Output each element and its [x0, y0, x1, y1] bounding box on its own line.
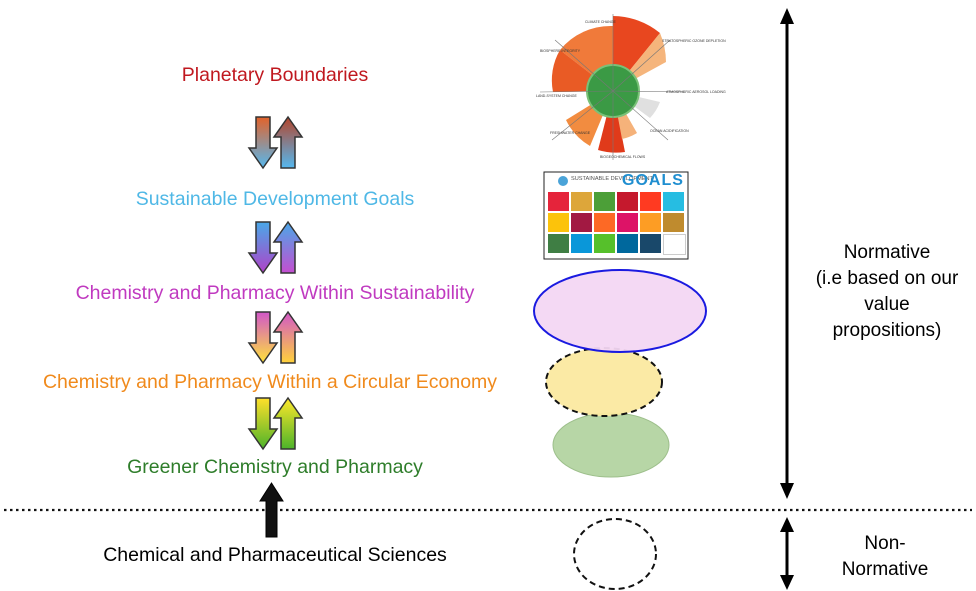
normative-line-3: value [864, 294, 910, 315]
sdg-tile-18 [663, 234, 686, 255]
sdg-tile-3 [594, 192, 615, 211]
arrow-down-2 [247, 221, 279, 275]
sdg-tile-17 [640, 234, 661, 253]
label-sustainability: Chemistry and Pharmacy Within Sustainabi… [20, 282, 530, 305]
arrow-up-3 [272, 310, 304, 364]
nonnormative-range-arrow [780, 517, 794, 590]
normative-line-2: (i.e based on our [815, 268, 959, 289]
label-sdg-text: Sustainable Development Goals [135, 188, 415, 210]
sdg-tile-4 [617, 192, 638, 211]
arrow-up-4 [272, 396, 304, 450]
normative-range-arrow [780, 8, 794, 499]
label-circular-economy-text: Chemistry and Pharmacy Within a Circular… [42, 371, 498, 393]
svg-text:STRATOSPHERIC OZONE DEPLETION: STRATOSPHERIC OZONE DEPLETION [662, 39, 726, 43]
sdg-poster-subtitle: SUSTAINABLE DEVELOPMENT [571, 176, 653, 182]
svg-text:BIOGEOCHEMICAL FLOWS: BIOGEOCHEMICAL FLOWS [600, 155, 646, 159]
label-chemical-sciences-text: Chemical and Pharmaceutical Sciences [103, 544, 447, 566]
arrow-down-3 [247, 311, 279, 365]
sdg-tile-1 [548, 192, 569, 211]
planetary-boundaries-wheel-image: CLIMATE CHANGE STRATOSPHERIC OZONE DEPLE… [536, 14, 726, 160]
sdg-tile-13 [548, 234, 569, 253]
svg-text:ATMOSPHERIC AEROSOL LOADING: ATMOSPHERIC AEROSOL LOADING [666, 90, 726, 94]
label-chemical-sciences: Chemical and Pharmaceutical Sciences [60, 544, 490, 567]
sdg-tile-11 [640, 213, 661, 232]
sdg-tile-14 [571, 234, 592, 253]
arrow-up-sciences [259, 482, 284, 538]
label-sustainability-text: Chemistry and Pharmacy Within Sustainabi… [75, 282, 475, 304]
normative-line-4: propositions) [832, 320, 942, 341]
ellipse-sciences [573, 518, 657, 590]
sdg-tile-5 [640, 192, 661, 211]
nonnormative-line-1: Non- [864, 533, 906, 554]
sdg-tile-15 [594, 234, 615, 253]
label-greener-chemistry-text: Greener Chemistry and Pharmacy [127, 456, 423, 478]
label-circular-economy: Chemistry and Pharmacy Within a Circular… [0, 371, 540, 394]
svg-text:FRESHWATER CHANGE: FRESHWATER CHANGE [550, 131, 591, 135]
arrow-up-2 [272, 220, 304, 274]
arrow-up-1 [272, 115, 304, 169]
label-planetary-boundaries-text: Planetary Boundaries [181, 64, 369, 86]
svg-text:OCEAN ACIDIFICATION: OCEAN ACIDIFICATION [650, 129, 689, 133]
label-greener-chemistry: Greener Chemistry and Pharmacy [90, 456, 460, 479]
sdg-tile-2 [571, 192, 592, 211]
nonnormative-label: Non- Normative [810, 531, 960, 583]
label-sdg: Sustainable Development Goals [100, 188, 450, 211]
ellipse-greener [552, 412, 670, 478]
sdg-tile-6 [663, 192, 684, 211]
nonnormative-line-2: Normative [841, 559, 929, 580]
sdg-tile-9 [594, 213, 615, 232]
ellipse-sustainability [533, 269, 707, 353]
svg-text:LAND-SYSTEM CHANGE: LAND-SYSTEM CHANGE [536, 94, 578, 98]
label-planetary-boundaries: Planetary Boundaries [140, 64, 410, 87]
svg-text:BIOSPHERE INTEGRITY: BIOSPHERE INTEGRITY [540, 49, 581, 53]
sdg-tile-7 [548, 213, 569, 232]
sdg-tile-12 [663, 213, 684, 232]
svg-text:CLIMATE CHANGE: CLIMATE CHANGE [585, 20, 617, 24]
arrow-down-1 [247, 116, 279, 170]
sdg-tile-10 [617, 213, 638, 232]
sdg-tile-16 [617, 234, 638, 253]
ellipse-circular [545, 347, 663, 417]
sdg-tile-8 [571, 213, 592, 232]
sdg-tiles-grid [548, 192, 686, 256]
arrow-down-4 [247, 397, 279, 451]
normative-line-1: Normative [843, 242, 931, 263]
sdg-poster-title: GOALS [622, 172, 684, 189]
normative-label: Normative (i.e based on our value propos… [802, 240, 972, 344]
